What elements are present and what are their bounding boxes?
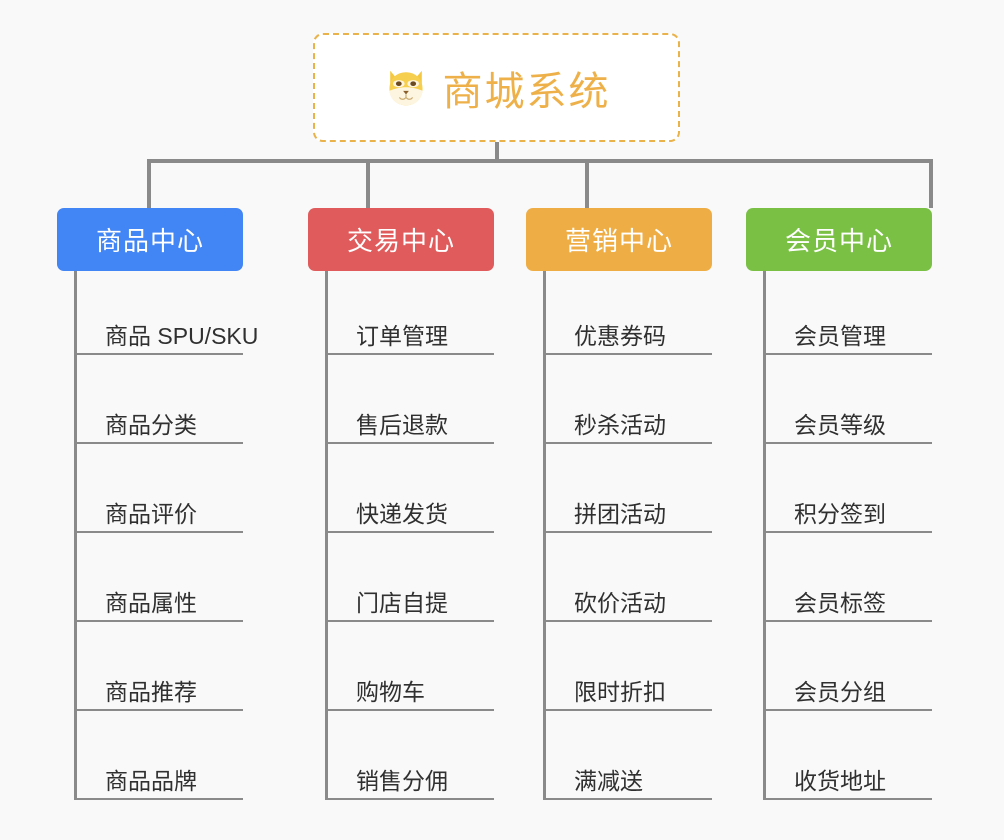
leaf-label: 收货地址 [794,768,886,794]
list-item[interactable]: 会员等级 [766,355,932,444]
list-item[interactable]: 商品评价 [77,444,243,533]
category-column-member: 会员中心 会员管理 会员等级 积分签到 会员标签 会员分组 收货地址 [746,208,932,800]
connector-drop-2 [366,159,370,208]
category-header-product[interactable]: 商品中心 [57,208,243,271]
list-item[interactable]: 商品属性 [77,533,243,622]
leaf-list-marketing: 优惠券码 秒杀活动 拼团活动 砍价活动 限时折扣 满减送 [543,271,712,800]
root-title: 商城系统 [442,69,611,114]
leaf-label: 门店自提 [356,590,448,616]
list-item[interactable]: 会员标签 [766,533,932,622]
list-item[interactable]: 收货地址 [766,711,932,800]
leaf-label: 商品 SPU/SKU [105,323,259,349]
category-header-member[interactable]: 会员中心 [746,208,932,271]
leaf-label: 销售分佣 [356,768,448,794]
leaf-label: 商品评价 [105,501,197,527]
leaf-label: 拼团活动 [574,501,666,527]
connector-horizontal-bus [149,159,932,163]
leaf-label: 秒杀活动 [574,412,666,438]
shiba-dog-face-icon [383,65,429,111]
root-node[interactable]: 商城系统 [313,33,680,142]
list-item[interactable]: 商品 SPU/SKU [77,271,258,355]
leaf-label: 快递发货 [356,501,448,527]
list-item[interactable]: 拼团活动 [546,444,712,533]
leaf-label: 购物车 [356,679,425,705]
list-item[interactable]: 砍价活动 [546,533,712,622]
leaf-label: 会员分组 [794,679,886,705]
list-item[interactable]: 订单管理 [328,271,494,355]
leaf-label: 商品属性 [105,590,197,616]
leaf-label: 优惠券码 [574,323,666,349]
list-item[interactable]: 销售分佣 [328,711,494,800]
category-title: 营销中心 [564,226,673,256]
leaf-label: 订单管理 [356,323,448,349]
leaf-label: 售后退款 [356,412,448,438]
category-title: 交易中心 [346,226,455,256]
connector-drop-1 [147,159,151,208]
list-item[interactable]: 限时折扣 [546,622,712,711]
category-column-trade: 交易中心 订单管理 售后退款 快递发货 门店自提 购物车 销售分佣 [308,208,494,800]
list-item[interactable]: 满减送 [546,711,712,800]
leaf-label: 商品推荐 [105,679,197,705]
category-column-marketing: 营销中心 优惠券码 秒杀活动 拼团活动 砍价活动 限时折扣 满减送 [526,208,712,800]
list-item[interactable]: 快递发货 [328,444,494,533]
connector-drop-3 [585,159,589,208]
list-item[interactable]: 优惠券码 [546,271,712,355]
leaf-label: 会员标签 [794,590,886,616]
list-item[interactable]: 门店自提 [328,533,494,622]
leaf-label: 商品品牌 [105,768,197,794]
list-item[interactable]: 会员分组 [766,622,932,711]
category-header-trade[interactable]: 交易中心 [308,208,494,271]
leaf-list-trade: 订单管理 售后退款 快递发货 门店自提 购物车 销售分佣 [325,271,494,800]
list-item[interactable]: 商品分类 [77,355,243,444]
leaf-list-product: 商品 SPU/SKU 商品分类 商品评价 商品属性 商品推荐 商品品牌 [74,271,258,800]
list-item[interactable]: 购物车 [328,622,494,711]
leaf-label: 砍价活动 [574,590,666,616]
leaf-label: 会员管理 [794,323,886,349]
leaf-label: 会员等级 [794,412,886,438]
leaf-label: 限时折扣 [574,679,666,705]
leaf-label: 商品分类 [105,412,197,438]
list-item[interactable]: 积分签到 [766,444,932,533]
list-item[interactable]: 商品推荐 [77,622,243,711]
leaf-list-member: 会员管理 会员等级 积分签到 会员标签 会员分组 收货地址 [763,271,932,800]
list-item[interactable]: 售后退款 [328,355,494,444]
leaf-label: 积分签到 [794,501,886,527]
list-item[interactable]: 秒杀活动 [546,355,712,444]
category-header-marketing[interactable]: 营销中心 [526,208,712,271]
connector-drop-4 [929,159,933,208]
list-item[interactable]: 会员管理 [766,271,932,355]
category-title: 会员中心 [784,226,893,256]
list-item[interactable]: 商品品牌 [77,711,243,800]
category-column-product: 商品中心 商品 SPU/SKU 商品分类 商品评价 商品属性 商品推荐 商品品牌 [57,208,258,800]
leaf-label: 满减送 [574,768,643,794]
category-title: 商品中心 [95,226,204,256]
connector-root-stem [495,142,499,162]
